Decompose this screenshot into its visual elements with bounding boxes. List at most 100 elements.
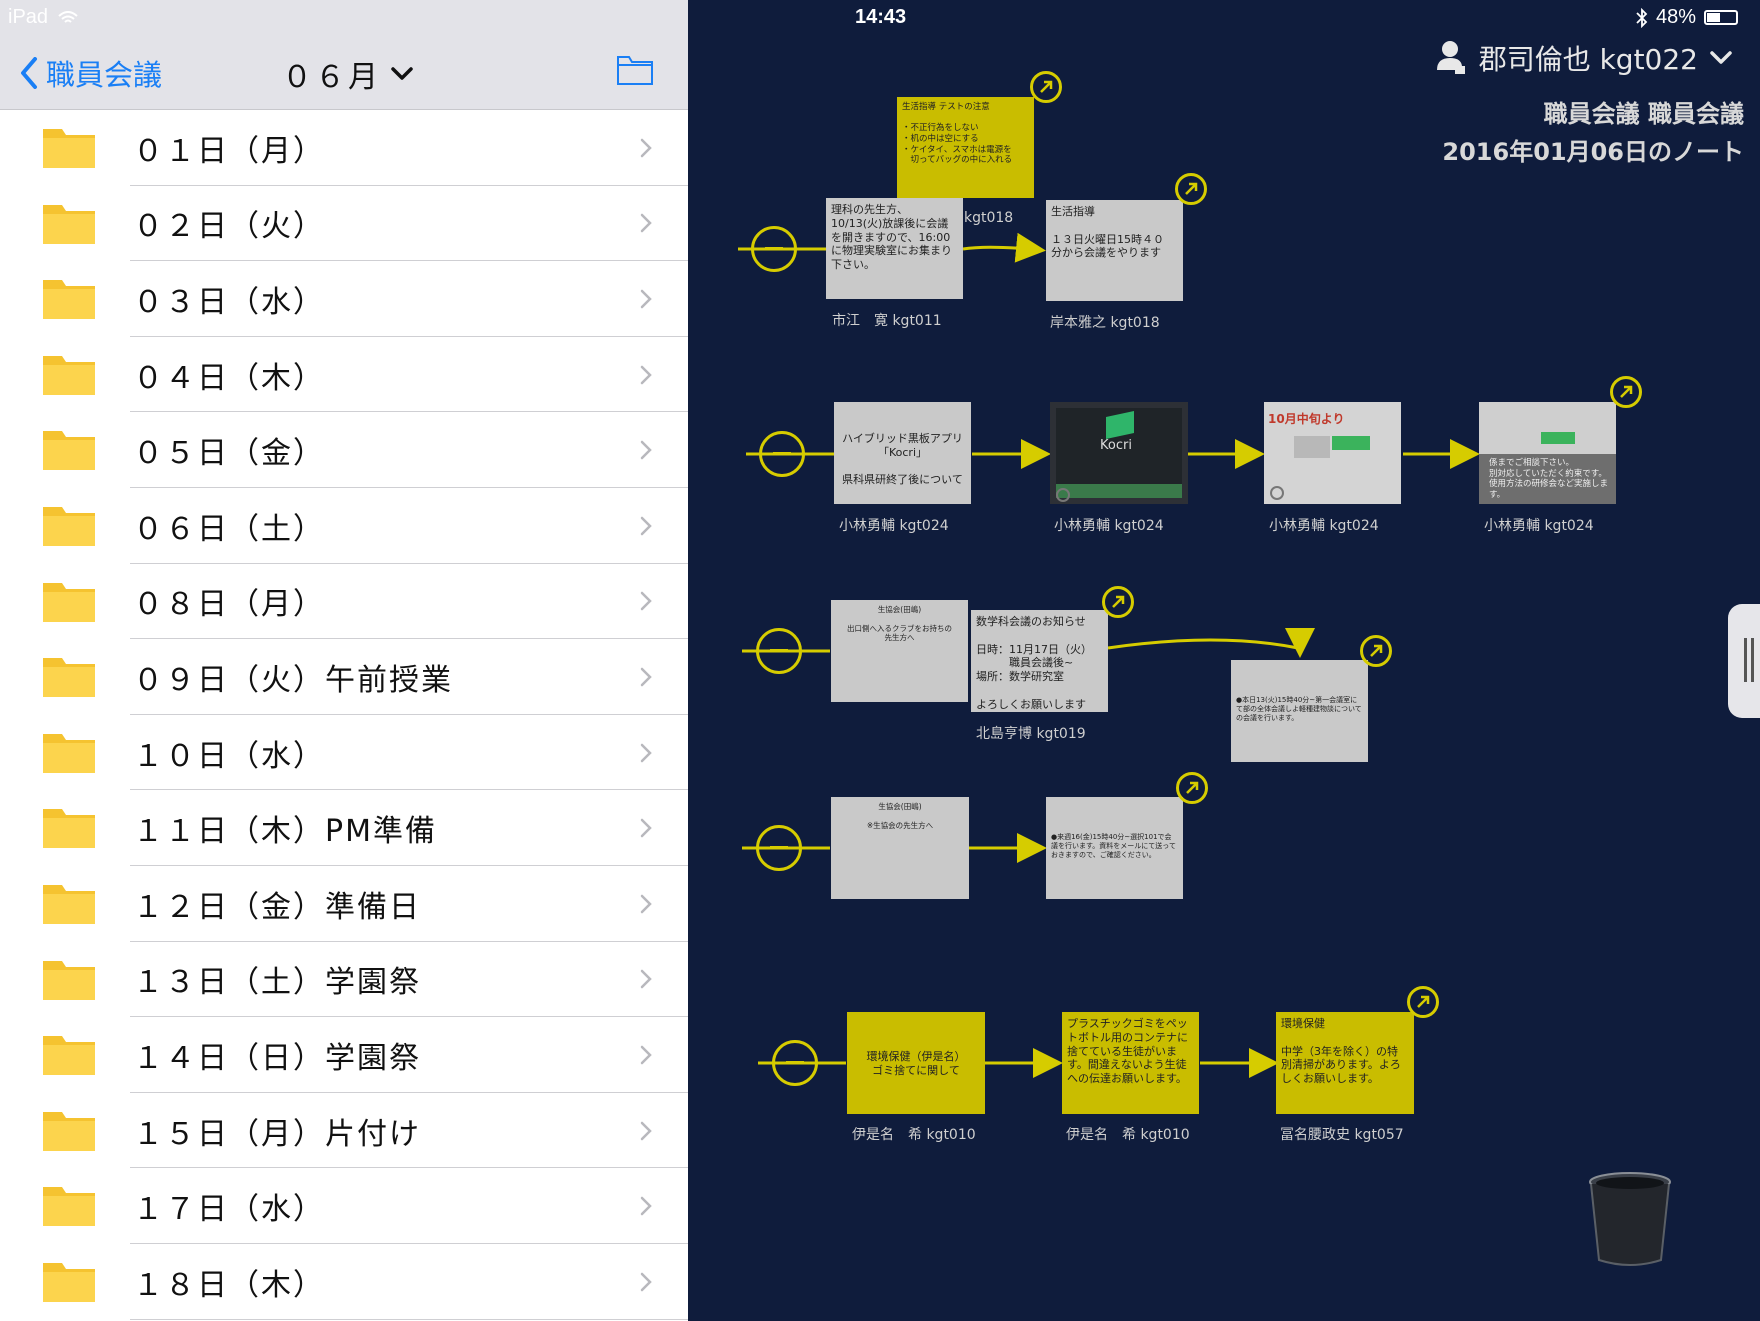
row-separator: [130, 638, 688, 640]
note-card[interactable]: ●本日13(火)15時40分~第一会議室にて部の全体会議しよ軽種建物談についての…: [1231, 660, 1368, 762]
chevron-right-icon: [640, 289, 652, 309]
collapse-icon[interactable]: [772, 1040, 818, 1086]
expand-icon[interactable]: [1407, 986, 1439, 1018]
chevron-right-icon: [640, 365, 652, 384]
note-card[interactable]: 生活指導 １３日火曜日15時４０ 分から会議をやります: [1046, 200, 1183, 301]
day-row[interactable]: ０１日（月）: [0, 110, 688, 186]
day-row[interactable]: ０４日（木）: [0, 337, 688, 413]
note-card[interactable]: 環境保健（伊是名） ゴミ捨てに関して: [847, 1012, 985, 1114]
expand-icon[interactable]: [1360, 635, 1392, 667]
side-drawer-handle[interactable]: [1728, 604, 1760, 718]
collapse-icon[interactable]: [759, 431, 805, 477]
note-card[interactable]: 生協会(田嶋) 出口側へ入るクラブをお持ちの 先生方へ: [831, 600, 968, 702]
chevron-right-icon: [640, 743, 652, 762]
day-row[interactable]: １２日（金）準備日: [0, 866, 688, 942]
row-separator: [130, 1167, 688, 1169]
note-author: 岸本雅之 kgt018: [1050, 315, 1160, 331]
day-row[interactable]: １１日（木）PM準備: [0, 790, 688, 866]
note-author: 小林勇輔 kgt024: [839, 518, 949, 534]
chevron-right-icon: [640, 1272, 652, 1291]
note-author: 市江 寛 kgt011: [832, 313, 942, 329]
day-row[interactable]: ０８日（月）: [0, 564, 688, 640]
image-green-box: [1541, 432, 1575, 444]
status-time: 14:43: [855, 6, 907, 28]
folder-button[interactable]: [616, 54, 654, 90]
wifi-icon: [57, 10, 78, 23]
row-separator: [130, 789, 688, 791]
expand-icon[interactable]: [1102, 586, 1134, 618]
folder-icon: [43, 1111, 95, 1151]
note-card[interactable]: 生活指導 テストの注意 ・不正行為をしない ・机の中は空にする ・ケイタイ、スマ…: [897, 97, 1034, 198]
day-label: ０５日（金）: [133, 436, 325, 472]
expand-icon[interactable]: [1030, 71, 1062, 103]
day-label: ０３日（水）: [133, 284, 325, 320]
day-row[interactable]: ０６日（土）: [0, 488, 688, 564]
expand-icon[interactable]: [1610, 376, 1642, 408]
day-row[interactable]: ０３日（水）: [0, 261, 688, 337]
note-card[interactable]: 数学科会議のお知らせ 日時：11月17日（火） 職員会議後~ 場所：数学研究室 …: [971, 610, 1108, 712]
back-label: 職員会議: [46, 58, 163, 92]
folder-icon: [43, 129, 95, 168]
user-selector[interactable]: 郡司倫也 kgt022: [1436, 38, 1732, 78]
expand-icon[interactable]: [1175, 173, 1207, 205]
image-word: Kocri: [1100, 438, 1132, 453]
day-label: ０８日（月）: [133, 587, 325, 623]
magnifier-icon[interactable]: [1270, 486, 1284, 500]
collapse-icon[interactable]: [751, 226, 797, 272]
chevron-right-icon: [640, 138, 652, 158]
folder-outline-icon: [617, 56, 653, 85]
note-card[interactable]: プラスチックゴミをペッ トボトル用のコンテナに 捨てている生徒がいま す。間違え…: [1062, 1012, 1199, 1114]
note-author: 伊是名 希 kgt010: [1066, 1127, 1190, 1143]
day-row[interactable]: ０９日（火）午前授業: [0, 639, 688, 715]
day-label: １５日（月）片付け: [133, 1116, 421, 1152]
day-row[interactable]: １７日（水）: [0, 1168, 688, 1244]
day-row[interactable]: １８日（木）: [0, 1244, 688, 1320]
day-row[interactable]: ０５日（金）: [0, 412, 688, 488]
note-canvas[interactable]: 郡司倫也 kgt022 職員会議 職員会議 2016年01月06日のノート 生活…: [688, 0, 1760, 1321]
folder-icon: [43, 506, 95, 546]
note-image-card[interactable]: 10月中旬より: [1264, 402, 1401, 504]
folder-icon: [43, 431, 95, 471]
folder-icon: [43, 1262, 95, 1302]
magnifier-icon[interactable]: [1056, 488, 1070, 502]
day-row[interactable]: １３日（土）学園祭: [0, 942, 688, 1018]
note-card[interactable]: 理科の先生方、 10/13(火)放課後に会議 を開きますので、16:00 に物理…: [826, 198, 963, 299]
expand-icon[interactable]: [1176, 772, 1208, 804]
collapse-icon[interactable]: [756, 825, 802, 871]
note-card[interactable]: ハイブリッド黒板アプリ 「Kocri」 県科県研終了後について: [834, 402, 971, 504]
trash-icon[interactable]: [1585, 1170, 1675, 1270]
collapse-icon[interactable]: [756, 628, 802, 674]
folder-icon: [43, 280, 95, 320]
day-label: １４日（日）学園祭: [133, 1040, 421, 1076]
device-label: iPad: [8, 6, 49, 28]
meeting-title: 職員会議 職員会議: [1543, 100, 1744, 128]
arrow: [1107, 627, 1315, 658]
day-row[interactable]: １４日（日）学園祭: [0, 1017, 688, 1093]
folder-icon: [43, 355, 95, 395]
day-row[interactable]: １０日（水）: [0, 715, 688, 791]
note-card[interactable]: ●来週16(金)15時40分~選択101で会議を行います。資料をメールにて送って…: [1046, 797, 1183, 899]
status-right: 48%: [1636, 6, 1738, 29]
row-separator: [130, 260, 688, 262]
note-card[interactable]: 環境保健 中学（3年を除く）の特 別清掃があります。よろ しくお願いします。: [1276, 1012, 1414, 1114]
chevron-down-icon: [1710, 51, 1732, 64]
row-separator: [130, 184, 688, 186]
day-label: ０６日（土）: [133, 511, 325, 547]
day-row[interactable]: ０２日（火）: [0, 186, 688, 262]
row-separator: [130, 940, 688, 942]
battery-percent: 48%: [1655, 6, 1696, 28]
note-author: kgt018: [964, 210, 1014, 226]
note-card[interactable]: 生協会(田嶋) ※生協会の先生方へ: [831, 797, 969, 899]
row-separator: [130, 1318, 688, 1320]
month-label: ０６月: [282, 60, 381, 95]
day-row[interactable]: １５日（月）片付け: [0, 1093, 688, 1169]
row-separator: [130, 1242, 688, 1244]
folder-icon: [43, 204, 95, 244]
note-image-card[interactable]: Kocri: [1050, 402, 1188, 504]
note-card[interactable]: 係までご相談下さい。 別対応していただく約束です。 使用方法の研修会など実施しま…: [1479, 402, 1616, 504]
month-selector[interactable]: ０６月: [282, 52, 413, 96]
folder-icon: [43, 658, 95, 698]
back-button[interactable]: 職員会議: [20, 52, 162, 94]
folder-icon: [43, 884, 95, 924]
row-separator: [130, 1016, 688, 1018]
